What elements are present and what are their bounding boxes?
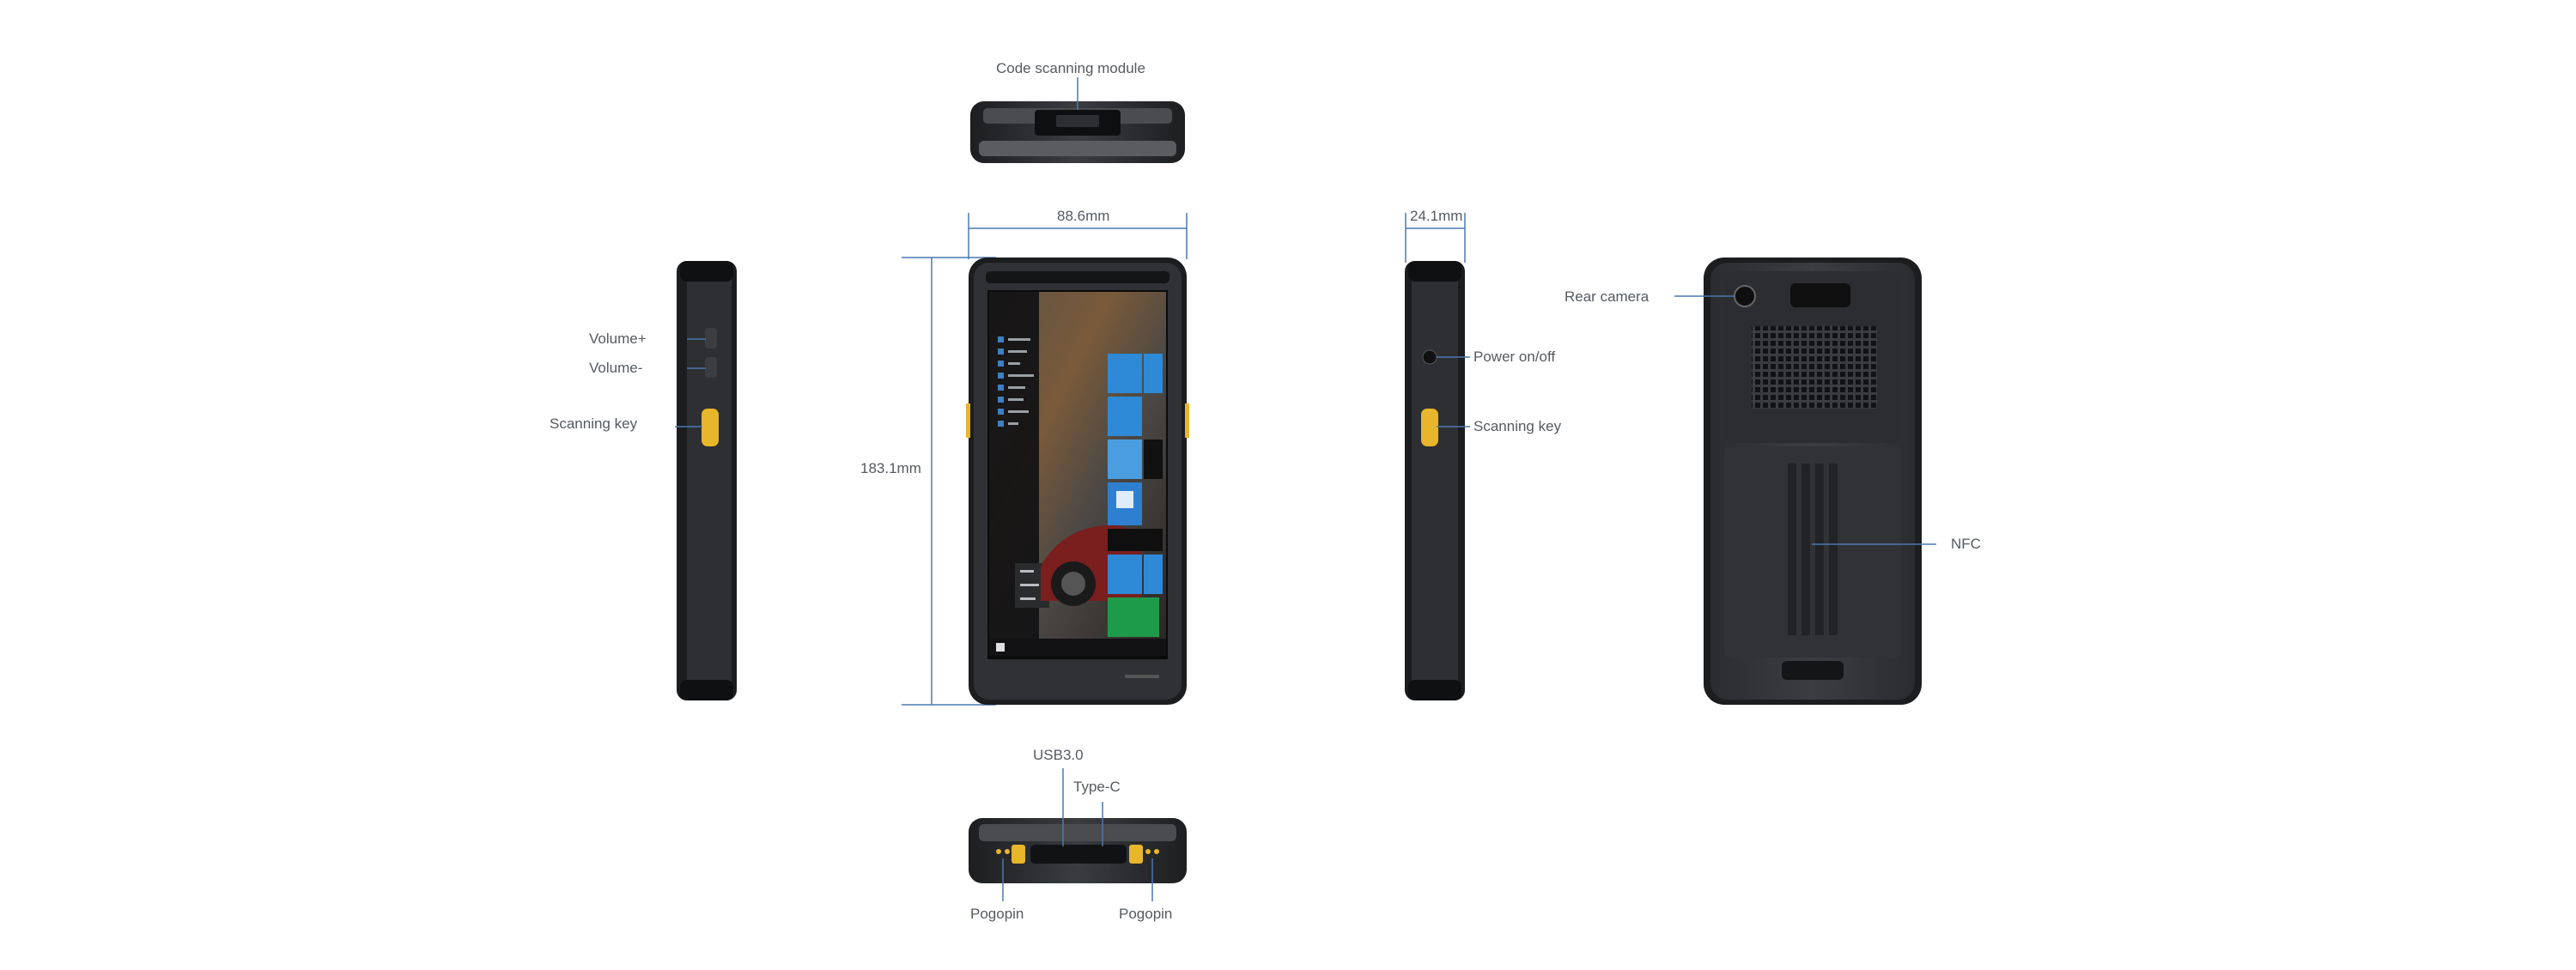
label-volume-up: Volume+ bbox=[589, 330, 647, 347]
back-view bbox=[1674, 258, 1936, 705]
scanning-key-left bbox=[702, 409, 719, 446]
rear-camera bbox=[1734, 285, 1756, 307]
speaker-grill bbox=[1752, 326, 1877, 409]
label-pogopin-left: Pogopin bbox=[970, 906, 1024, 922]
scanning-key-right bbox=[1421, 409, 1438, 446]
tile bbox=[1108, 354, 1142, 393]
label-height-dimension: 183.1mm bbox=[860, 460, 921, 476]
label-thickness-dimension: 24.1mm bbox=[1410, 208, 1463, 224]
left-side-view bbox=[675, 261, 737, 700]
label-power-on-off: Power on/off bbox=[1473, 349, 1556, 365]
label-scanning-key-right: Scanning key bbox=[1473, 418, 1562, 434]
label-type-c: Type-C bbox=[1073, 779, 1121, 795]
label-width-dimension: 88.6mm bbox=[1057, 208, 1110, 224]
label-rear-camera: Rear camera bbox=[1564, 288, 1649, 305]
label-volume-down: Volume- bbox=[589, 360, 643, 376]
usb-port bbox=[1030, 845, 1127, 864]
volume-down-button bbox=[705, 357, 717, 378]
front-view bbox=[902, 213, 1189, 706]
bottom-view bbox=[969, 768, 1187, 901]
top-view bbox=[970, 77, 1185, 163]
label-usb: USB3.0 bbox=[1033, 747, 1084, 763]
label-nfc: NFC bbox=[1951, 536, 1981, 552]
power-button bbox=[1422, 349, 1437, 365]
taskbar bbox=[989, 639, 1166, 656]
right-side-view bbox=[1405, 213, 1470, 700]
label-pogopin-right: Pogopin bbox=[1119, 906, 1173, 922]
label-scanning-key-left: Scanning key bbox=[550, 415, 638, 432]
label-code-scanning-module: Code scanning module bbox=[996, 60, 1145, 76]
volume-up-button bbox=[705, 328, 717, 349]
